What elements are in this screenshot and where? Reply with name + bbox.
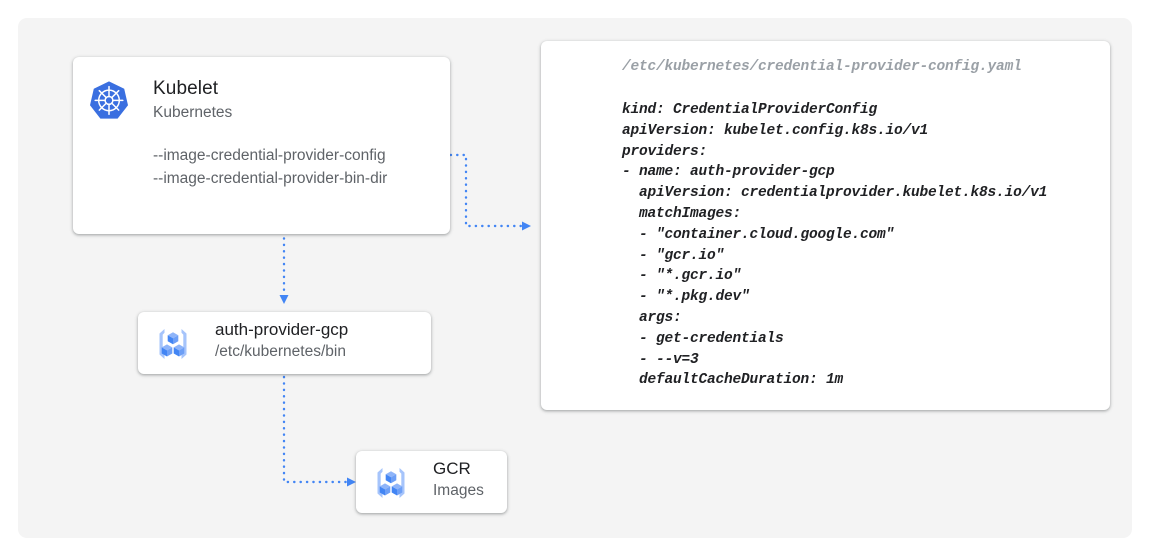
gcr-title: GCR [433,459,471,478]
config-file-card[interactable]: /etc/kubernetes/credential-provider-conf… [541,41,1110,410]
config-file-path: /etc/kubernetes/credential-provider-conf… [622,59,1022,75]
config-file-yaml-content: kind: CredentialProviderConfig apiVersio… [622,102,1048,389]
gcr-subtitle: Images [433,482,484,499]
kubelet-subtitle: Kubernetes [153,104,233,121]
auth-provider-path: /etc/kubernetes/bin [215,343,346,360]
gcr-card[interactable]: GCR Images [356,451,507,513]
container-registry-icon [151,322,195,366]
kubelet-title: Kubelet [153,78,219,99]
container-registry-icon [369,461,413,505]
auth-provider-title: auth-provider-gcp [215,320,349,339]
kubelet-card[interactable]: Kubelet Kubernetes --image-credential-pr… [73,57,450,234]
kubelet-flag-image-credential-provider-config: --image-credential-provider-config [153,147,386,164]
kubelet-flag-image-credential-provider-bin-dir: --image-credential-provider-bin-dir [153,170,388,187]
kubernetes-logo-icon [87,79,131,123]
auth-provider-gcp-card[interactable]: auth-provider-gcp /etc/kubernetes/bin [138,312,431,374]
